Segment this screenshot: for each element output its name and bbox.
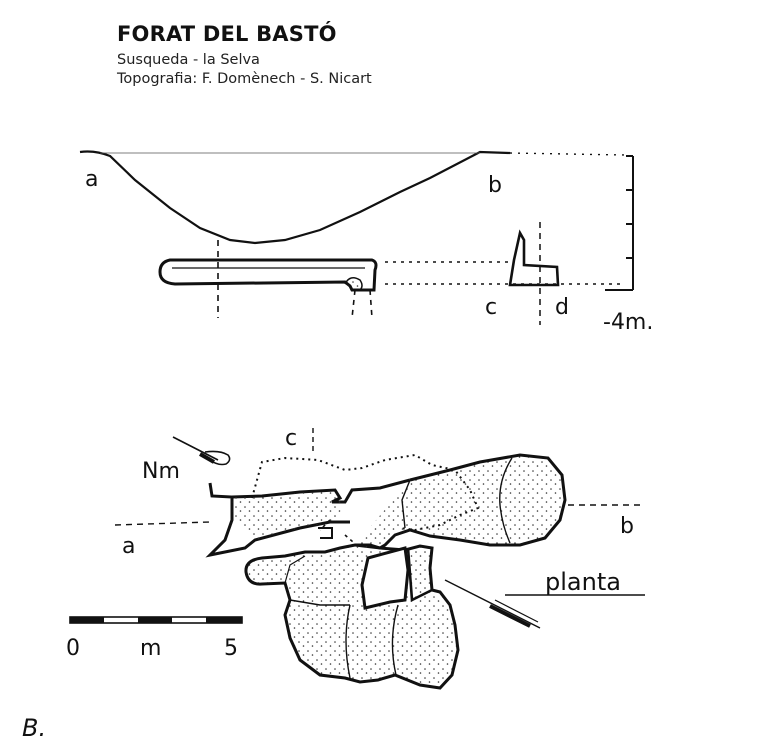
planta-label: planta xyxy=(545,568,621,596)
rock-pillar xyxy=(360,546,410,610)
scale-bar: 0 m 5 xyxy=(66,616,243,661)
credits-text: Topografia: F. Domènech - S. Nicart xyxy=(117,71,372,87)
scale-unit-label: m xyxy=(140,636,161,661)
lower-chamber-outline xyxy=(244,543,460,690)
section-projection-line xyxy=(351,289,356,319)
author-signature: B. xyxy=(22,714,46,742)
cross-section-cd xyxy=(508,229,560,287)
scale-end-label: 5 xyxy=(224,636,238,661)
section-projection-line xyxy=(369,289,373,319)
north-label: Nm xyxy=(142,459,180,484)
section-label-a: a xyxy=(85,167,98,192)
location-text: Susqueda - la Selva xyxy=(117,52,260,68)
plan-section-line-ab xyxy=(114,521,211,526)
plan-label-b: b xyxy=(620,514,634,539)
section-profile: a b c d -4m. xyxy=(79,150,653,335)
chamber-divider-line xyxy=(345,604,351,679)
section-label-d: d xyxy=(555,295,569,320)
chamber-divider-line xyxy=(401,479,411,529)
depth-label: -4m. xyxy=(603,310,653,335)
datum-dotted-line xyxy=(509,152,626,156)
plan-label-a: a xyxy=(122,534,135,559)
main-chamber-outline xyxy=(354,453,567,550)
step-marker xyxy=(318,527,333,539)
north-arrow-icon xyxy=(172,436,231,466)
section-label-b: b xyxy=(488,173,502,198)
scale-start-label: 0 xyxy=(66,636,80,661)
gallery-boulder xyxy=(344,277,363,291)
gallery-profile-outline xyxy=(158,258,378,292)
ground-surface-line xyxy=(79,150,511,245)
page-title: FORAT DEL BASTÓ xyxy=(117,22,337,46)
chamber-divider-line xyxy=(391,604,399,676)
planta-arrow-icon xyxy=(444,579,541,629)
chamber-divider-line xyxy=(499,457,513,544)
plan-label-c: c xyxy=(285,426,297,451)
section-label-c: c xyxy=(485,295,497,320)
plan-view: Nm a b c planta xyxy=(114,426,645,690)
